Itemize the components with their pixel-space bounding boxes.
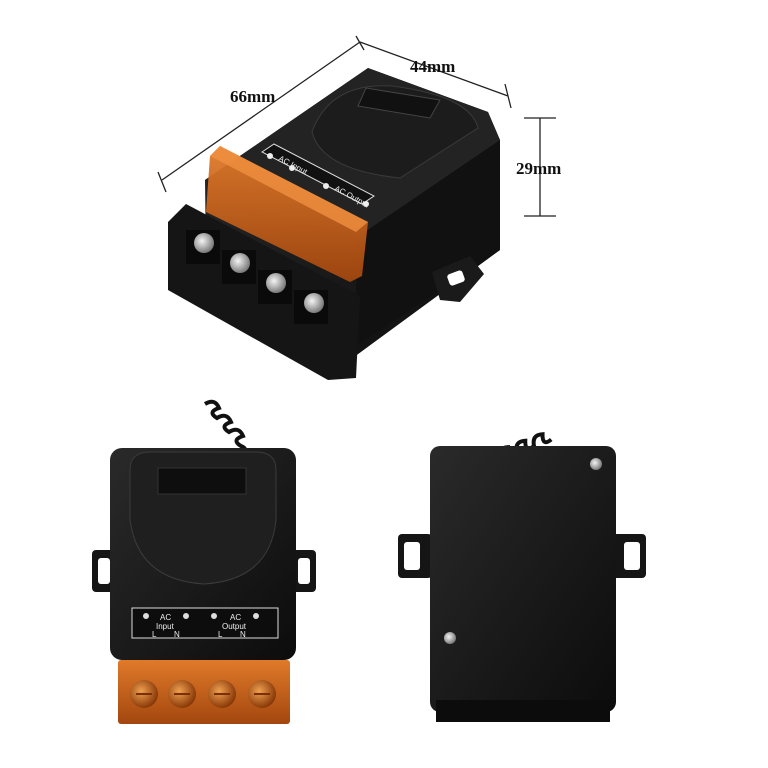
- dimension-lines: [157, 35, 556, 217]
- front-ac-label-2: AC: [230, 613, 241, 622]
- front-view: AC Input AC Output L N L N: [92, 399, 316, 724]
- front-neutral-label-1: N: [174, 630, 180, 639]
- terminal-cover: [118, 660, 290, 724]
- front-live-label-1: L: [152, 630, 157, 639]
- isometric-view: 66mm 44mm 29mm AC Input AC Output: [157, 35, 561, 380]
- width-label: 44mm: [410, 57, 455, 76]
- front-terminal-screws: [130, 680, 276, 708]
- front-output-label: Output: [222, 622, 247, 631]
- front-input-label: Input: [156, 622, 175, 631]
- height-label: 29mm: [516, 159, 561, 178]
- front-neutral-label-2: N: [240, 630, 246, 639]
- iso-terminals: [186, 230, 328, 324]
- back-view: [398, 432, 646, 722]
- length-label: 66mm: [230, 87, 275, 106]
- front-live-label-2: L: [218, 630, 223, 639]
- front-ac-label-1: AC: [160, 613, 171, 622]
